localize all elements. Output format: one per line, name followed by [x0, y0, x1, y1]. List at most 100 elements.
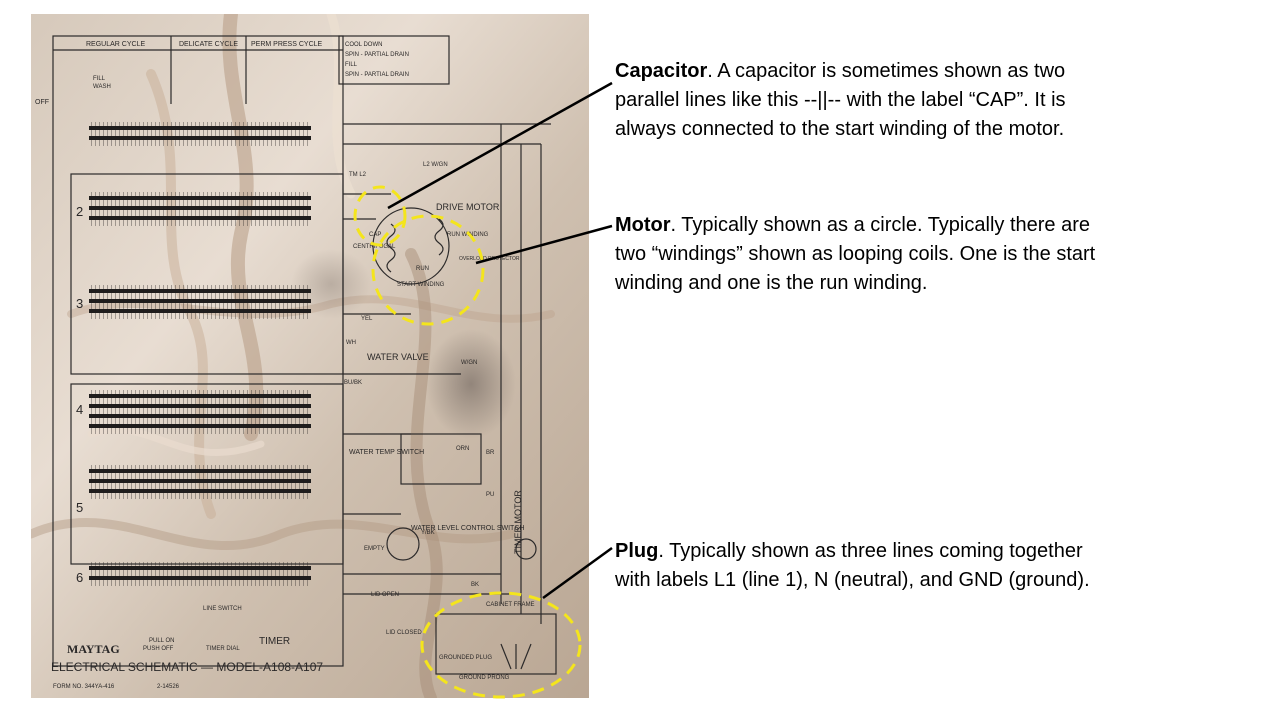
cam-tick: [111, 285, 112, 319]
cam-tick: [283, 390, 284, 434]
cam-tick: [119, 122, 120, 146]
wire-tag: PU: [486, 492, 494, 498]
cam-tick: [171, 192, 172, 226]
schematic-title: ELECTRICAL SCHEMATIC — MODEL-A108-A107: [51, 660, 323, 674]
cam-tick: [203, 390, 204, 434]
cam-tick: [139, 465, 140, 499]
cam-tick: [243, 465, 244, 499]
cam-tick: [299, 562, 300, 586]
cam-bar: [226, 126, 311, 130]
cam-tick: [127, 465, 128, 499]
cam-tick: [115, 192, 116, 226]
cam-tick: [123, 122, 124, 146]
cycle-header-permpress: PERM PRESS CYCLE: [251, 41, 323, 48]
cam-tick: [135, 122, 136, 146]
cam-tick: [255, 562, 256, 586]
cam-bar: [89, 566, 231, 570]
cam-tick: [111, 562, 112, 586]
cam-tick: [191, 285, 192, 319]
cam-tick: [99, 390, 100, 434]
cam-bar: [89, 489, 231, 493]
cam-tick: [147, 390, 148, 434]
cam-tick: [179, 192, 180, 226]
legend-line: SPIN - PARTIAL DRAIN: [345, 72, 409, 78]
cam-tick: [171, 465, 172, 499]
motor-note: Motor. Typically shown as a circle. Typi…: [615, 211, 1115, 298]
cam-tick: [131, 465, 132, 499]
cam-tick: [255, 122, 256, 146]
cam-tick: [211, 390, 212, 434]
cam-bar: [89, 136, 231, 140]
cam-tick: [215, 465, 216, 499]
cam-bar: [89, 126, 231, 130]
cam-tick: [239, 390, 240, 434]
cam-tick: [295, 122, 296, 146]
cam-tick: [143, 562, 144, 586]
cam-tick: [227, 562, 228, 586]
cam-tick: [103, 465, 104, 499]
cam-tick: [159, 562, 160, 586]
cam-tick: [187, 562, 188, 586]
cam-tick: [163, 122, 164, 146]
cam-tick: [223, 562, 224, 586]
legend-line: COOL DOWN: [345, 42, 382, 48]
cam-tick: [191, 390, 192, 434]
cam-tick: [191, 562, 192, 586]
cam-tick: [159, 465, 160, 499]
cam-tick: [231, 285, 232, 319]
cam-tick: [279, 390, 280, 434]
cam-tick: [303, 465, 304, 499]
cam-tick: [127, 192, 128, 226]
cam-bar: [226, 424, 311, 428]
cam-tick: [203, 192, 204, 226]
cam-tick: [139, 192, 140, 226]
cam-tick: [183, 192, 184, 226]
timer-motor-label: TIMER MOTOR: [513, 490, 523, 554]
cam-tick: [99, 465, 100, 499]
cam-tick: [199, 285, 200, 319]
cam-bar: [89, 479, 231, 483]
cam-tick: [151, 562, 152, 586]
cam-tick: [279, 465, 280, 499]
cam-tick: [147, 562, 148, 586]
cam-tick: [239, 562, 240, 586]
cam-tick: [275, 192, 276, 226]
cam-bar: [89, 196, 231, 200]
cam-tick: [303, 192, 304, 226]
cam-tick: [199, 192, 200, 226]
cam-tick: [107, 390, 108, 434]
cam-tick: [131, 562, 132, 586]
cam-tick: [227, 192, 228, 226]
cam-tick: [271, 465, 272, 499]
cam-tick: [235, 465, 236, 499]
cam-tick: [167, 192, 168, 226]
cam-tick: [155, 192, 156, 226]
cam-bar: [89, 414, 231, 418]
cam-tick: [159, 192, 160, 226]
cam-tick: [151, 122, 152, 146]
cam-tick: [255, 390, 256, 434]
cam-tick: [211, 192, 212, 226]
wash-label: WASH: [93, 84, 111, 90]
cam-tick: [251, 192, 252, 226]
cam-tick: [167, 390, 168, 434]
cam-tick: [195, 122, 196, 146]
cam-tick: [207, 390, 208, 434]
cam-tick: [131, 390, 132, 434]
cam-tick: [211, 465, 212, 499]
cam-tick: [99, 122, 100, 146]
cam-tick: [279, 285, 280, 319]
cam-tick: [251, 465, 252, 499]
cam-bar: [89, 206, 231, 210]
cam-tick: [287, 562, 288, 586]
cam-tick: [239, 465, 240, 499]
drive-motor-label: DRIVE MOTOR: [436, 202, 500, 212]
cam-tick: [131, 192, 132, 226]
timer-dial-label: TIMER DIAL: [206, 646, 240, 652]
wire-tag: L2 W/GN: [423, 162, 448, 168]
cam-tick: [195, 285, 196, 319]
cam-tick: [235, 390, 236, 434]
cam-tick: [259, 390, 260, 434]
cam-bar: [226, 289, 311, 293]
cam-tick: [247, 465, 248, 499]
